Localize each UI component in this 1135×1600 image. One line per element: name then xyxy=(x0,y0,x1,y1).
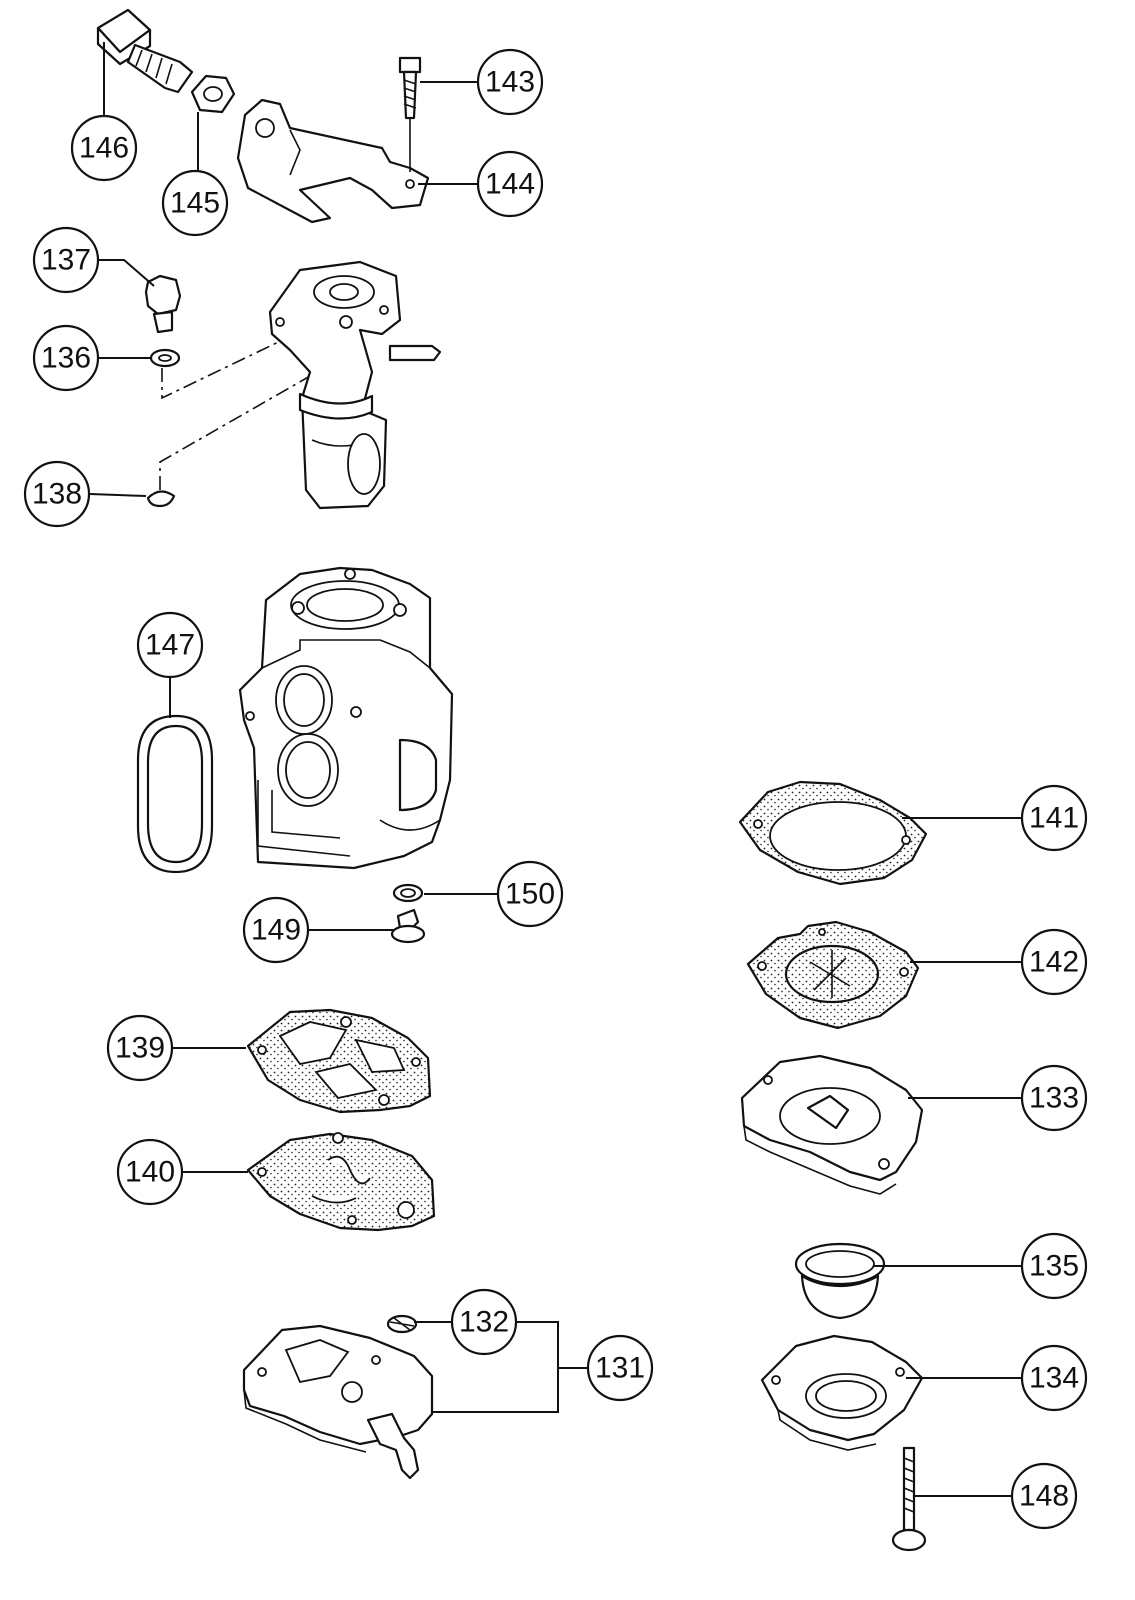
callout-146: 146 xyxy=(70,114,138,182)
callout-136: 136 xyxy=(32,324,100,392)
callout-137: 137 xyxy=(32,226,100,294)
callout-138-label: 138 xyxy=(32,478,82,511)
callout-140: 140 xyxy=(116,1138,184,1206)
callout-149: 149 xyxy=(242,896,310,964)
callout-148-label: 148 xyxy=(1019,1480,1069,1513)
oring-147-drawing xyxy=(136,714,214,874)
callout-133-label: 133 xyxy=(1029,1082,1079,1115)
body-131-drawing xyxy=(242,1324,434,1480)
callout-144: 144 xyxy=(476,150,544,218)
cover-134-drawing xyxy=(760,1334,924,1451)
screw-137-drawing xyxy=(144,274,182,334)
gasket-139-drawing xyxy=(246,1008,432,1114)
callout-150: 150 xyxy=(496,860,564,928)
callout-147-label: 147 xyxy=(145,629,195,662)
primer-bulb-135-drawing xyxy=(794,1242,886,1320)
callout-150-label: 150 xyxy=(505,878,555,911)
callout-135-label: 135 xyxy=(1029,1250,1079,1283)
bracket-144-drawing xyxy=(236,98,430,224)
screw-148-drawing xyxy=(891,1446,927,1552)
callout-134: 134 xyxy=(1020,1344,1088,1412)
callout-147: 147 xyxy=(136,611,204,679)
callout-141-label: 141 xyxy=(1029,802,1079,835)
screen-132-drawing xyxy=(386,1314,418,1334)
callout-143-label: 143 xyxy=(485,66,535,99)
gasket-141-drawing xyxy=(738,780,928,886)
pump-body-133-drawing xyxy=(740,1054,924,1195)
callout-137-label: 137 xyxy=(41,244,91,277)
washer-150-drawing xyxy=(392,883,424,903)
clip-138-drawing xyxy=(146,490,176,508)
upper-body-drawing xyxy=(268,260,442,510)
callout-138: 138 xyxy=(23,460,91,528)
assembly-line-138 xyxy=(159,351,353,490)
callout-134-label: 134 xyxy=(1029,1362,1079,1395)
callout-131: 131 xyxy=(586,1334,654,1402)
callout-144-label: 144 xyxy=(485,168,535,201)
plug-149-drawing xyxy=(390,908,426,944)
callout-143: 143 xyxy=(476,48,544,116)
callout-145: 145 xyxy=(161,169,229,237)
callout-135: 135 xyxy=(1020,1232,1088,1300)
callout-133: 133 xyxy=(1020,1064,1088,1132)
callout-148: 148 xyxy=(1010,1462,1078,1530)
callout-141: 141 xyxy=(1020,784,1088,852)
callout-142: 142 xyxy=(1020,928,1088,996)
callout-132-label: 132 xyxy=(459,1306,509,1339)
callout-149-label: 149 xyxy=(251,914,301,947)
callout-139: 139 xyxy=(106,1014,174,1082)
diaphragm-140-drawing xyxy=(246,1132,436,1232)
callout-132: 132 xyxy=(450,1288,518,1356)
washer-136-drawing xyxy=(149,348,181,368)
diaphragm-142-drawing xyxy=(746,920,920,1030)
callout-131-label: 131 xyxy=(595,1352,645,1385)
callout-140-label: 140 xyxy=(125,1156,175,1189)
callout-142-label: 142 xyxy=(1029,946,1079,979)
nut-145-drawing xyxy=(190,74,236,114)
callout-136-label: 136 xyxy=(41,342,91,375)
main-body-drawing xyxy=(238,566,454,870)
callout-146-label: 146 xyxy=(79,132,129,165)
callout-145-label: 145 xyxy=(170,187,220,220)
screw-143-drawing xyxy=(398,56,422,172)
callout-139-label: 139 xyxy=(115,1032,165,1065)
fitting-146-drawing xyxy=(96,8,194,94)
leader-lines xyxy=(89,42,1022,1497)
